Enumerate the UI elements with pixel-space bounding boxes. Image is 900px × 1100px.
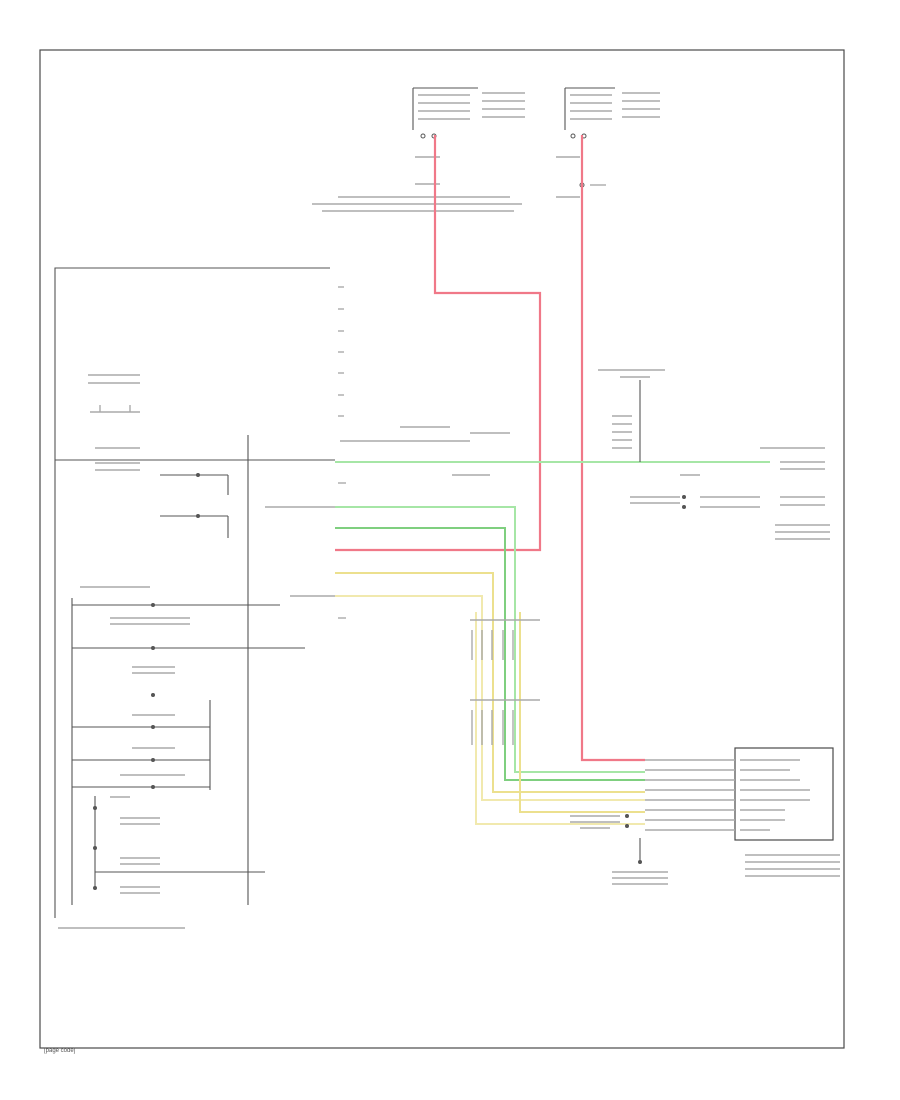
module-right (570, 747, 840, 885)
wire-green-1 (335, 506, 645, 773)
diagram-frame (39, 49, 845, 1049)
inline-connector-2 (470, 699, 540, 745)
fuse-block-left (312, 87, 525, 212)
module-left (54, 267, 346, 918)
fuse-block-right (556, 87, 660, 198)
inline-connector-1 (470, 619, 540, 660)
wire-yellow-1 (335, 572, 645, 793)
wire-red-left (335, 135, 542, 552)
wire-red-right (580, 135, 645, 762)
switch-section (58, 586, 305, 929)
wire-yellow-4 (475, 612, 645, 825)
wire-yellow-2 (335, 595, 645, 801)
wire-green-2 (335, 527, 645, 781)
sensor-right (598, 369, 830, 540)
page-code: [page code] (44, 1048, 76, 1054)
wire-yellow-3 (519, 612, 645, 813)
